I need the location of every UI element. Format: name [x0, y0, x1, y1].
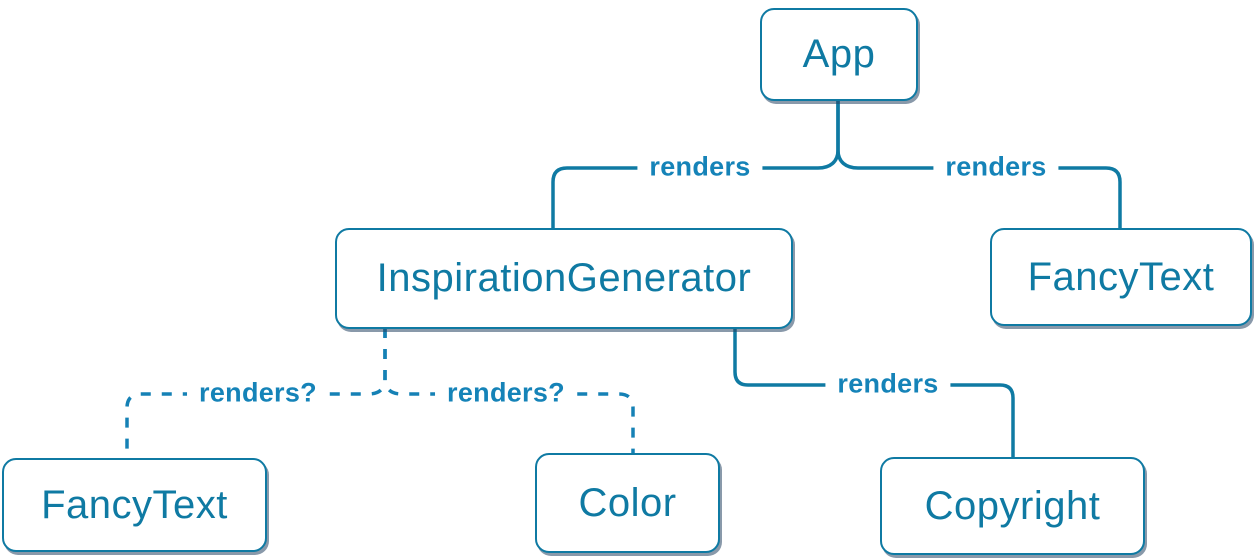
node-copyright: Copyright — [880, 457, 1145, 555]
edge-label-renders-left: renders — [637, 151, 763, 183]
edge-label-renders-conditional-right: renders? — [435, 377, 577, 409]
node-fancy-text-top: FancyText — [990, 228, 1252, 326]
edge-label-renders-right: renders — [933, 151, 1059, 183]
edge-label-renders-conditional-left: renders? — [187, 377, 329, 409]
node-fancy-text-bottom: FancyText — [2, 458, 267, 552]
node-color: Color — [535, 453, 720, 553]
edge-label-renders-copyright: renders — [825, 368, 951, 400]
node-inspiration-generator: InspirationGenerator — [335, 228, 793, 329]
node-app: App — [760, 8, 918, 101]
